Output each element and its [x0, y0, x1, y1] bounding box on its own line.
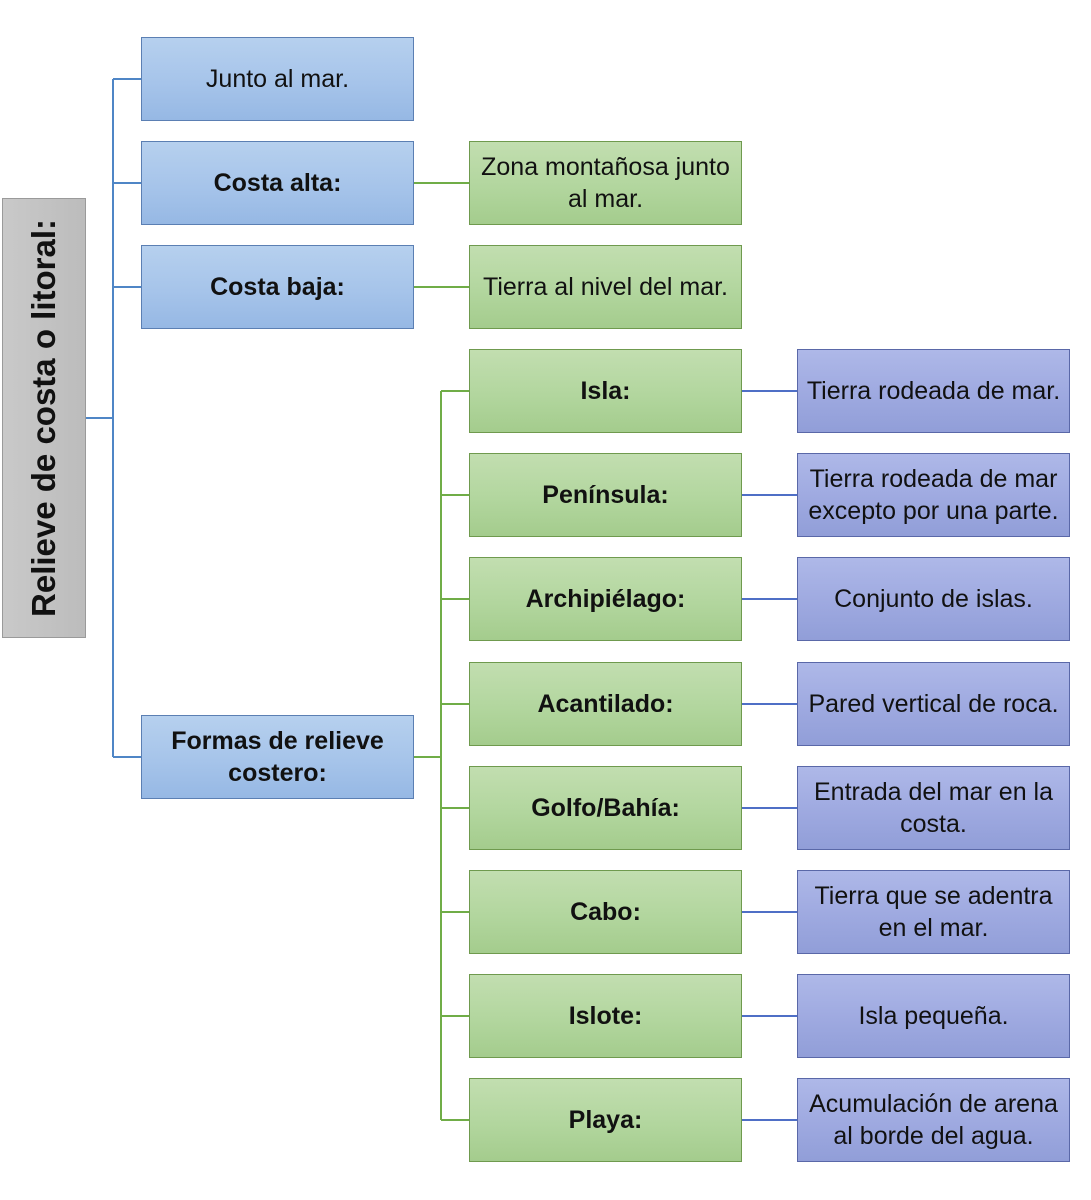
- level3-connectors: [742, 390, 797, 1121]
- term-cabo: Cabo:: [469, 870, 742, 954]
- node-formas-relieve-costero: Formas de relieve costero:: [141, 715, 414, 799]
- def-label: Entrada del mar en la costa.: [813, 778, 1054, 838]
- def-label: Zona montañosa junto al mar.: [481, 153, 730, 213]
- level2-connectors: [414, 182, 469, 1121]
- term-islote: Islote:: [469, 974, 742, 1058]
- def-archipielago: Conjunto de islas.: [797, 557, 1070, 641]
- def-islote: Isla pequeña.: [797, 974, 1070, 1058]
- def-costa-alta: Zona montañosa junto al mar.: [469, 141, 742, 225]
- term-archipielago: Archipiélago:: [469, 557, 742, 641]
- term-label: Islote:: [568, 1002, 643, 1030]
- def-costa-baja: Tierra al nivel del mar.: [469, 245, 742, 329]
- term-label: Acantilado:: [537, 690, 674, 718]
- root-connectors: [86, 78, 141, 758]
- def-label: Isla pequeña.: [858, 1002, 1009, 1030]
- root-label: Relieve de costa o litoral:: [25, 219, 62, 617]
- node-label: Formas de relieve costero:: [171, 727, 384, 787]
- node-label: Costa alta:: [213, 169, 342, 197]
- def-peninsula: Tierra rodeada de mar excepto por una pa…: [797, 453, 1070, 537]
- def-label: Conjunto de islas.: [834, 585, 1033, 613]
- def-isla: Tierra rodeada de mar.: [797, 349, 1070, 433]
- def-label: Pared vertical de roca.: [808, 690, 1059, 718]
- def-label: Tierra rodeada de mar.: [806, 377, 1061, 405]
- term-playa: Playa:: [469, 1078, 742, 1162]
- term-isla: Isla:: [469, 349, 742, 433]
- term-label: Archipiélago:: [525, 585, 686, 613]
- term-golfo-bahia: Golfo/Bahía:: [469, 766, 742, 850]
- term-label: Cabo:: [570, 898, 641, 926]
- term-peninsula: Península:: [469, 453, 742, 537]
- node-label: Junto al mar.: [205, 65, 350, 93]
- root-node: Relieve de costa o litoral:: [2, 198, 86, 638]
- node-costa-alta: Costa alta:: [141, 141, 414, 225]
- term-label: Isla:: [580, 377, 631, 405]
- term-acantilado: Acantilado:: [469, 662, 742, 746]
- def-label: Tierra al nivel del mar.: [483, 273, 728, 301]
- node-junto-al-mar: Junto al mar.: [141, 37, 414, 121]
- def-label: Acumulación de arena al borde del agua.: [809, 1090, 1058, 1150]
- def-golfo-bahia: Entrada del mar en la costa.: [797, 766, 1070, 850]
- term-label: Península:: [542, 481, 669, 509]
- def-cabo: Tierra que se adentra en el mar.: [797, 870, 1070, 954]
- node-costa-baja: Costa baja:: [141, 245, 414, 329]
- term-label: Playa:: [568, 1106, 643, 1134]
- def-playa: Acumulación de arena al borde del agua.: [797, 1078, 1070, 1162]
- term-label: Golfo/Bahía:: [531, 794, 680, 822]
- def-acantilado: Pared vertical de roca.: [797, 662, 1070, 746]
- def-label: Tierra rodeada de mar excepto por una pa…: [808, 465, 1059, 525]
- def-label: Tierra que se adentra en el mar.: [814, 882, 1053, 942]
- node-label: Costa baja:: [210, 273, 345, 301]
